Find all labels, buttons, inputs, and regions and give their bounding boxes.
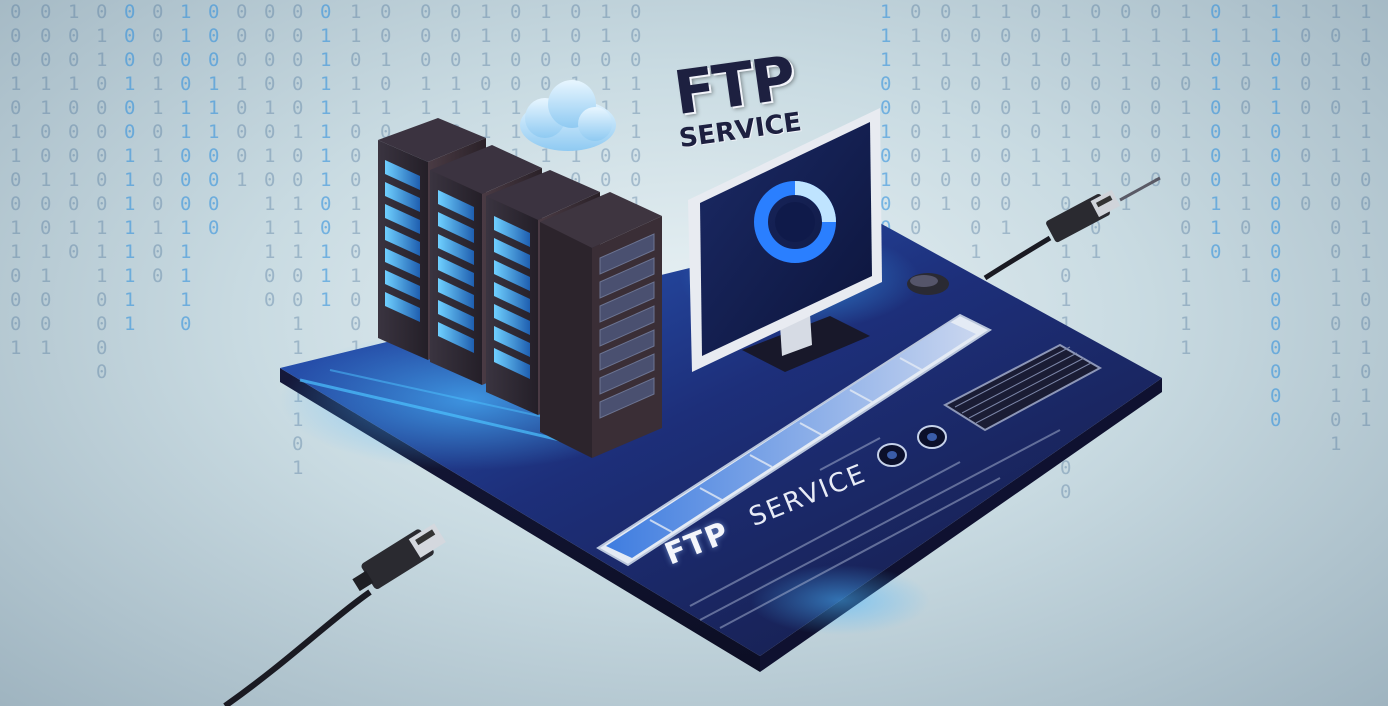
ethernet-plug-icon (352, 523, 446, 592)
binary-rain-column: 0 1 1 1 1 1 1 1 0 0 1 1 1 (320, 1, 332, 311)
binary-rain-column: 0 0 0 1 1 0 1 0 0 1 0 0 (152, 1, 164, 287)
binary-rain-column: 0 0 0 1 0 0 0 1 (236, 1, 248, 191)
binary-rain-column: 0 1 0 1 0 0 0 0 1 1 0 (1210, 1, 1222, 263)
ethernet-plug-icon (1046, 189, 1121, 243)
ethernet-cable-top (983, 176, 1161, 281)
binary-rain-column: 0 0 0 1 1 1 0 0 0 0 (208, 1, 220, 239)
binary-rain-column: 0 0 0 1 0 1 1 0 0 1 1 0 0 0 1 (10, 1, 22, 359)
progress-bar (596, 313, 993, 567)
keyboard-icon (942, 343, 1103, 432)
ethernet-cable-bottom (223, 523, 446, 706)
binary-rain-column: 0 1 1 0 0 0 0 0 0 1 1 1 0 0 0 0 (96, 1, 108, 383)
binary-rain-column: 1 0 1 1 0 1 1 0 0 0 0 1 1 0 1 1 1 0 1 (1330, 1, 1342, 455)
donut-chart-icon (754, 181, 836, 263)
binary-rain-column: 1 0 0 0 0 1 0 1 0 (1300, 1, 1312, 215)
binary-rain-column: 0 0 0 0 1 0 1 0 1 1 1 0 0 (264, 1, 276, 311)
monitor-icon (688, 108, 882, 372)
binary-rain-column: 0 0 1 0 1 1 1 0 1 (940, 1, 952, 215)
binary-rain-column: 0 1 1 1 0 0 0 0 1 (1120, 1, 1132, 215)
binary-rain-column: 1 1 0 0 1 1 0 0 0 1 1 1 1 0 (180, 1, 192, 335)
platform-text-lines (689, 429, 1061, 629)
binary-rain-column: 1 1 0 1 1 0 0 0 0 0 0 0 0 0 0 0 0 0 (1270, 1, 1282, 431)
server-rack-icon (378, 118, 662, 458)
control-dials (877, 425, 947, 467)
mouse-icon (907, 273, 949, 295)
binary-rain-column: 1 0 0 1 0 0 0 1 0 1 0 (68, 1, 80, 263)
binary-rain-column: 0 0 0 1 1 0 0 1 0 0 1 1 0 0 1 (40, 1, 52, 359)
binary-rain-column: 0 0 1 0 1 0 1 1 (1030, 1, 1042, 191)
binary-rain-column: 1 1 1 0 1 1 1 0 0 0 1 1 1 1 1 (1180, 1, 1192, 359)
binary-rain-column: 1 1 1 0 0 1 1 1 1 0 1 1 (1240, 1, 1252, 287)
binary-rain-column: 0 0 0 1 0 0 1 1 1 1 1 1 1 1 (124, 1, 136, 335)
binary-rain-column: 1 1 0 1 1 1 1 0 0 1 1 1 0 0 1 0 1 1 (1360, 1, 1372, 431)
binary-rain-column: 1 0 0 1 0 0 0 0 0 1 (1000, 1, 1012, 239)
cloud-icon (520, 80, 616, 151)
binary-rain-column: 1 0 1 0 0 1 0 0 0 0 1 (970, 1, 982, 263)
